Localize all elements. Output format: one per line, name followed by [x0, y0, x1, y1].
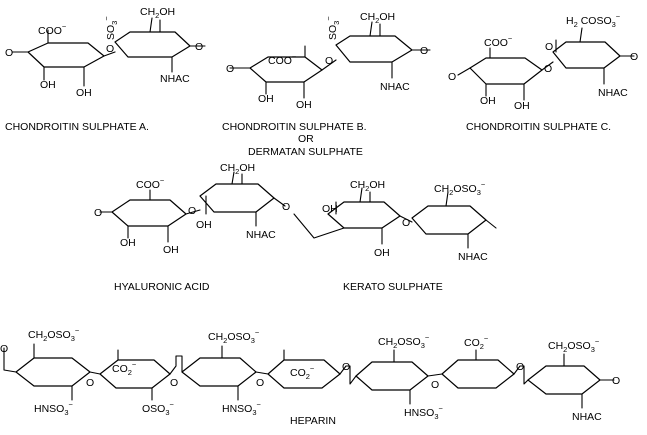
heparin-co2-3: CO2− [464, 334, 489, 351]
chondroitin-sulphate-a-structure: O COO− OH OH O SO3− CH2OH NHAC O CHONDRO… [5, 6, 206, 133]
cs-a-bonds [11, 17, 206, 87]
kerato-caption: KERATO SULPHATE [343, 281, 443, 293]
cs-b-glycosidic-o: O [325, 55, 333, 67]
ks-nhac-label: NHAC [458, 251, 488, 263]
cs-b-oh-label-2: OH [296, 99, 312, 111]
heparin-ring-5 [355, 361, 429, 391]
cs-b-caption: CHONDROITIN SULPHATE B. [222, 121, 367, 133]
hyaluronic-acid-structure: O COO− OH OH O CH2OH OH NHAC O HYALURONI… [94, 162, 290, 293]
heparin-caption: HEPARIN [290, 415, 336, 427]
ks-glycosidic-o: O [402, 217, 410, 229]
heparin-oso3-1: OSO3− [142, 400, 175, 417]
ks-galactose-ring [327, 201, 401, 229]
heparin-glycosidic-o-1: O [86, 377, 94, 389]
cs-c-link-left: O [448, 71, 456, 83]
ha-coo-label: COO− [136, 176, 165, 191]
heparin-link-right: O [612, 375, 620, 387]
heparin-structure: O CH2OSO3− HNSO3− O CO2− OSO3− O CH2OSO3… [0, 326, 620, 427]
heparin-ch2oso3-4: CH2OSO3− [548, 337, 600, 354]
heparin-ring-6 [441, 359, 515, 389]
ks-glcnac-ring [411, 205, 487, 235]
heparin-ch2oso3-1: CH2OSO3− [28, 326, 80, 343]
cs-b-oh-label-1: OH [258, 93, 274, 105]
cs-c-uronic-ring [469, 57, 543, 85]
cs-c-oh-label-1: OH [480, 95, 496, 107]
ha-link-left: O [94, 207, 102, 219]
ha-nhac-label: NHAC [246, 229, 276, 241]
cs-a-link-left: O [5, 47, 13, 59]
heparin-ring-7 [527, 365, 601, 395]
cs-b-caption-alt: DERMATAN SULPHATE [248, 146, 363, 158]
ha-oh-label-3: OH [196, 219, 212, 231]
heparin-ch2oso3-3: CH2OSO3− [378, 333, 430, 350]
ha-link-right: O [282, 201, 290, 213]
heparin-hnso3-1: HNSO3− [34, 400, 74, 417]
ha-ch2oh-label: CH2OH [220, 162, 255, 176]
cs-c-h2cso3-label: H2 COSO3− [566, 12, 621, 29]
hyaluronic-caption: HYALURONIC ACID [114, 281, 210, 293]
heparin-glycosidic-o-3: O [256, 377, 264, 389]
cs-a-ch2oh-label: CH2OH [140, 6, 175, 20]
cs-c-glycosidic-o: O [544, 63, 552, 75]
ks-oh-label-2: OH [374, 247, 390, 259]
heparin-link-left: O [0, 343, 8, 355]
cs-a-glycosidic-o: O [106, 43, 114, 55]
cs-c-hydroxyl-o: O [545, 41, 553, 53]
cs-c-link-right: O [630, 51, 638, 63]
kerato-sulphate-structure: OH CH2OH OH O CH2OSO3− NHAC KERATO SULPH… [293, 179, 497, 293]
cs-b-galnac-ring [335, 35, 413, 63]
ks-oh-label-1: OH [322, 203, 338, 215]
ha-glucuronic-ring [111, 199, 187, 227]
cs-a-caption: CHONDROITIN SULPHATE A. [5, 121, 149, 133]
heparin-glycosidic-o-4: O [342, 361, 350, 373]
heparin-nhac-label: NHAC [572, 411, 602, 423]
cs-b-or: OR [298, 133, 314, 145]
ha-glycosidic-o: O [188, 205, 196, 217]
heparin-hnso3-3: HNSO3− [404, 404, 444, 421]
cs-b-ch2oh-label: CH2OH [360, 11, 395, 25]
ha-oh-label-2: OH [163, 244, 179, 256]
heparin-glycosidic-o-6: O [516, 361, 524, 373]
cs-b-bonds [229, 21, 431, 99]
cs-c-oh-label-2: OH [514, 100, 530, 112]
cs-a-oh-label-2: OH [76, 87, 92, 99]
ks-ch2oso3-label: CH2OSO3− [434, 180, 486, 197]
heparin-ring-3 [181, 357, 257, 387]
cs-b-coo-label: COO− [268, 52, 297, 67]
chondroitin-sulphate-c-structure: O COO− OH OH O H2 COSO3− O NHAC O CHONDR… [448, 12, 638, 133]
heparin-ch2oso3-2: CH2OSO3− [208, 328, 260, 345]
cs-c-coo-label: COO− [484, 34, 513, 49]
cs-a-galnac-ring [114, 31, 191, 58]
heparin-bonds [3, 343, 615, 409]
cs-b-link-right: O [420, 45, 428, 57]
cs-c-caption: CHONDROITIN SULPHATE C. [466, 121, 611, 133]
ha-bonds [99, 171, 286, 243]
cs-a-uronic-ring [27, 42, 105, 68]
chondroitin-sulphate-b-structure: O COO− OH OH O SO3− CH2OH NHAC O CHONDRO… [222, 11, 431, 158]
heparin-co2-1: CO2− [112, 360, 137, 377]
cs-a-oh-label-1: OH [40, 79, 56, 91]
ks-bonds [293, 187, 497, 249]
heparin-hnso3-2: HNSO3− [222, 400, 262, 417]
heparin-ring-1 [15, 357, 91, 387]
cs-c-nhac-label: NHAC [598, 87, 628, 99]
heparin-glycosidic-o-5: O [431, 379, 439, 391]
cs-c-bonds [457, 27, 635, 101]
cs-a-coo-label: COO− [38, 22, 67, 37]
ks-ch2oh-label: CH2OH [350, 179, 385, 193]
cs-a-so3-label: SO3− [102, 16, 119, 40]
ha-glcnac-ring [199, 183, 275, 213]
cs-a-nhac-label: NHAC [160, 73, 190, 85]
cs-c-galnac-ring [552, 41, 621, 69]
ha-oh-label-1: OH [120, 237, 136, 249]
cs-b-link-left: O [226, 63, 234, 75]
cs-b-nhac-label: NHAC [380, 81, 410, 93]
heparin-glycosidic-o-2: O [170, 377, 178, 389]
heparin-co2-2: CO2− [290, 364, 315, 381]
cs-a-link-right: O [195, 41, 203, 53]
cs-b-so3-label: SO3− [324, 16, 341, 40]
